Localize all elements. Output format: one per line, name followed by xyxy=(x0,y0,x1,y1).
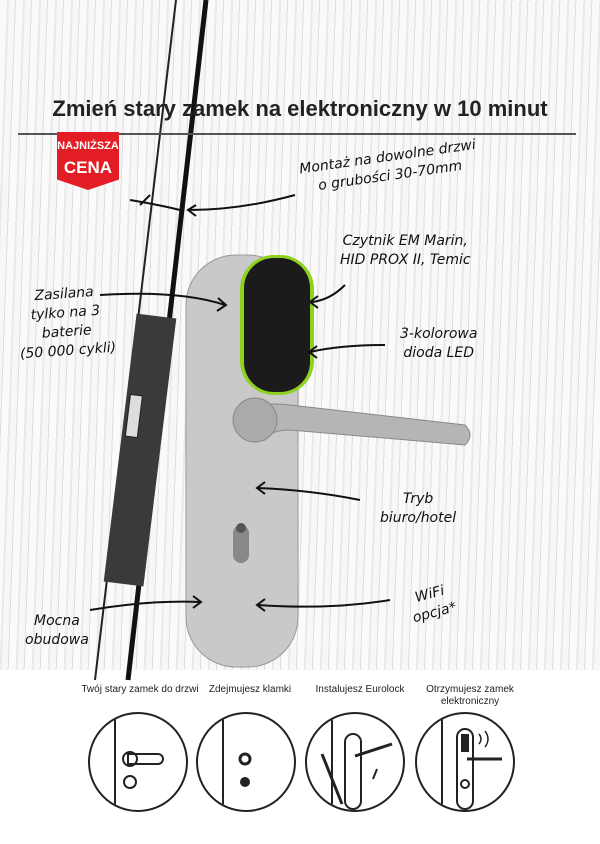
callout-led: 3-kolorowa dioda LED xyxy=(400,325,477,363)
step-label-2: Zdejmujesz klamki xyxy=(208,684,292,695)
callout-arrows xyxy=(89,194,391,612)
latch xyxy=(124,393,143,439)
callout-line: obudowa xyxy=(25,632,89,648)
step-label-4: Otrzymujesz zamek elektroniczny xyxy=(426,684,514,707)
callout-line: Mocna xyxy=(34,613,80,629)
headline-rule xyxy=(18,133,576,135)
callout-line: Czytnik EM Marin, xyxy=(342,233,468,249)
badge-line-1: NAJNIŻSZA xyxy=(57,140,119,152)
callout-battery: Zasilana tylko na 3 baterie (50 000 cykl… xyxy=(15,282,117,365)
card-reader xyxy=(244,258,310,392)
callout-line: dioda LED xyxy=(403,345,475,361)
step-4-electronic-lock-icon xyxy=(415,712,515,812)
step-label-3: Instalujesz Eurolock xyxy=(315,684,405,695)
step-1-old-lock-icon xyxy=(88,712,188,812)
callout-line: 3-kolorowa xyxy=(400,326,478,342)
badge-line-2: CENA xyxy=(63,158,113,177)
step-label-1: Twój stary zamek do drzwi xyxy=(81,684,199,695)
step-3-install-icon xyxy=(305,712,405,812)
callout-line: HID PROX II, Temic xyxy=(340,252,471,268)
callout-line: Tryb xyxy=(402,491,434,507)
mortise-lock xyxy=(103,313,177,587)
headline: Zmień stary zamek na elektroniczny w 10 … xyxy=(52,96,548,121)
callout-line: biuro/hotel xyxy=(380,510,457,526)
step-2-remove-handles-icon xyxy=(196,712,296,812)
callout-reader: Czytnik EM Marin, HID PROX II, Temic xyxy=(340,232,471,270)
key-cylinder xyxy=(233,525,249,563)
callout-housing: Mocna obudowa xyxy=(25,612,89,650)
lowest-price-badge: NAJNIŻSZA CENA xyxy=(57,132,119,190)
callout-mode: Tryb biuro/hotel xyxy=(380,490,456,528)
